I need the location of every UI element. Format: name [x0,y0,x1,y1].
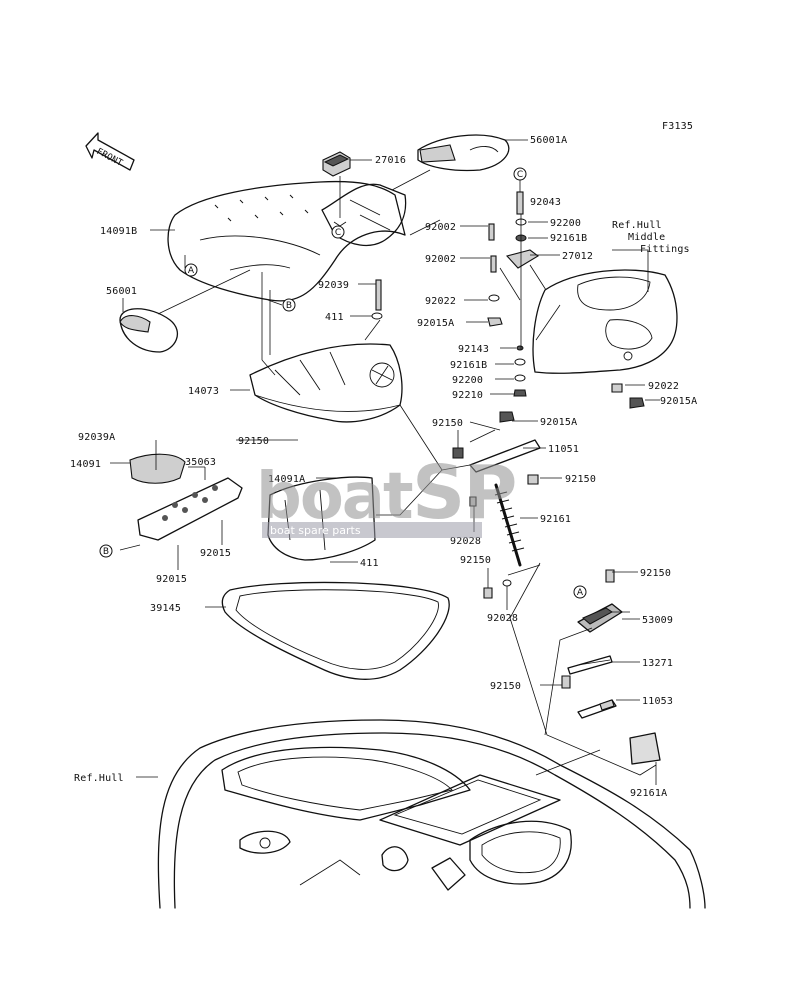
watermark-logo: boat SP boat spare parts [256,450,518,538]
seat-cover-drawing [167,180,407,302]
label-27016: 27016 [375,155,406,166]
seat-base-14073-drawing [249,343,403,423]
ref-hull-middle-line3: Fittings [640,244,690,255]
gasket-39145-drawing [221,581,450,680]
watermark-brand-1: boat [256,460,413,534]
marker-c-right: C [517,170,523,180]
latch-assembly-drawing [561,569,623,719]
label-14073: 14073 [188,386,219,397]
label-27012: 27012 [562,251,593,262]
label-92002-b: 92002 [425,254,456,265]
label-92150-f: 92150 [490,681,521,692]
label-56001A: 56001A [530,135,567,146]
label-92200-top: 92200 [550,218,581,229]
label-14091: 14091 [70,459,101,470]
label-92200-mid: 92200 [452,375,483,386]
label-14091A: 14091A [268,474,305,485]
hardware-column-drawing [371,167,645,409]
figure-code: F3135 [662,121,693,132]
ref-hull-middle-line1: Ref.Hull [612,220,662,231]
label-411-top: 411 [325,312,344,323]
label-92210: 92210 [452,390,483,401]
handle-56001A-drawing [417,134,510,172]
marker-a-top: A [188,266,195,276]
label-13271: 13271 [642,658,673,669]
assembly-lines [119,169,657,776]
ref-hull-label: Ref.Hull [74,773,124,784]
watermark-brand-2: SP [412,450,516,536]
label-92039A: 92039A [78,432,115,443]
label-92150-a: 92150 [238,436,269,447]
marker-c-top: C [335,228,341,238]
label-11051: 11051 [548,444,579,455]
marker-b-bottom: B [103,547,109,557]
label-92015A-a: 92015A [417,318,454,329]
label-92039: 92039 [318,280,349,291]
label-92161: 92161 [540,514,571,525]
label-92002-a: 92002 [425,222,456,233]
bracket-35063-drawing [129,453,243,541]
label-92015-b: 92015 [156,574,187,585]
label-92150-d: 92150 [460,555,491,566]
label-92161B-top: 92161B [550,233,587,244]
ref-hull-middle-line2: Middle [628,232,665,243]
label-35063: 35063 [185,457,216,468]
label-14091B: 14091B [100,226,137,237]
spring-assembly-drawing [452,411,541,599]
label-92150-c: 92150 [565,474,596,485]
hull-middle-fittings-drawing [532,269,678,374]
label-92143: 92143 [458,344,489,355]
label-92150-b: 92150 [432,418,463,429]
label-92022-a: 92022 [425,296,456,307]
label-39145: 39145 [150,603,181,614]
label-92150-e: 92150 [640,568,671,579]
label-411-bottom: 411 [360,558,379,569]
label-92015A-b: 92015A [660,396,697,407]
leader-lines [110,221,660,785]
label-11053: 11053 [642,696,673,707]
marker-a-bottom: A [577,588,584,598]
label-92028-a: 92028 [450,536,481,547]
watermark-tagline: boat spare parts [270,524,361,537]
label-92015A-c: 92015A [540,417,577,428]
marker-b-top: B [286,301,292,311]
part-labels: 56001A 27016 14091B 56001 92043 92200 92… [70,135,697,799]
front-arrow-icon: FRONT [85,132,135,171]
label-92022-b: 92022 [648,381,679,392]
label-92161A: 92161A [630,788,667,799]
handle-56001-drawing [119,308,179,353]
label-56001: 56001 [106,286,137,297]
cap-27016-drawing [322,151,351,177]
hull-drawing [157,719,706,909]
label-92043: 92043 [530,197,561,208]
label-53009: 53009 [642,615,673,626]
label-92028-b: 92028 [487,613,518,624]
label-92161B-mid: 92161B [450,360,487,371]
label-92015-a: 92015 [200,548,231,559]
